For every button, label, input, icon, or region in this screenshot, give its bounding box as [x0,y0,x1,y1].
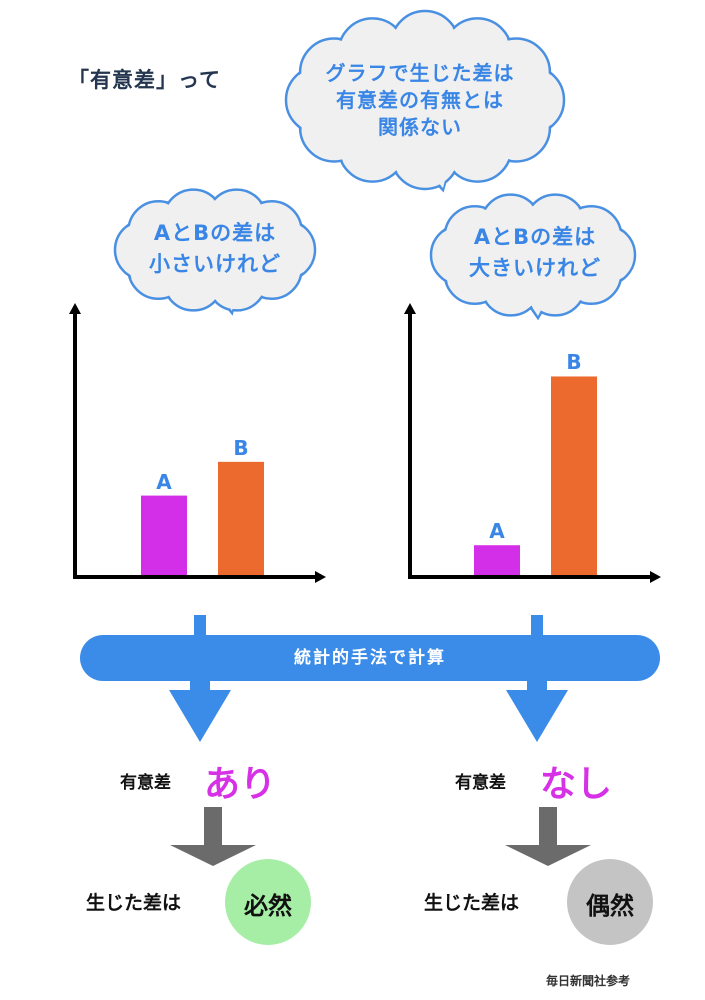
gray-arrow-stem [204,807,222,847]
right-cloud-body [461,223,605,287]
bar-label-A: A [489,519,505,544]
cause-label-right: 生じた差は [424,892,520,914]
result-label-left: 有意差 [120,773,171,793]
bar-B [551,376,597,575]
source-credit: 毎日新聞社参考 [546,974,631,988]
cloud-line: AとBの差は [153,221,277,245]
cloud-line: 関係ない [378,115,462,139]
cause-left: 必然 [244,892,292,920]
bar-A [474,545,520,575]
cloud-line: 大きいけれど [469,256,601,280]
cloud-line: グラフで生じた差は [325,61,515,85]
top-cloud-text: グラフで生じた差は 有意差の有無とは 関係ない [285,60,555,141]
page-title: 「有意差」って [68,68,221,92]
bar-B [218,461,264,575]
bar-A [141,495,187,575]
right-cloud-text: AとBの差は 大きいけれど [430,222,640,284]
y-axis-arrow-icon [69,303,81,314]
x-axis-arrow-icon [315,571,326,583]
result-word-right: なし [540,764,613,805]
bar-label-B: B [233,435,249,460]
cause-right: 偶然 [586,892,634,920]
right-cloud-tail-fill [515,277,558,316]
blue-down-arrow-icon [169,690,231,742]
blue-arrow-stem [527,680,547,692]
calculation-band [80,635,660,681]
blue-arrow-stem [190,680,210,692]
x-axis-arrow-icon [650,571,661,583]
cloud-line: 小さいけれど [149,252,281,276]
left-cloud-text: AとBの差は 小さいけれど [115,218,315,280]
cloud-line: AとBの差は [473,225,597,249]
gray-down-arrow-icon [170,845,256,866]
cause-label-left: 生じた差は [86,892,182,914]
top-cloud-tail-fill [405,142,455,188]
cloud-line: 有意差の有無とは [336,88,504,112]
top-cloud-body [320,45,530,155]
chance-oval [567,859,653,945]
bar-label-B: B [566,350,582,375]
left-cloud-body [145,218,285,282]
y-axis-arrow-icon [404,303,416,314]
band-label: 統計的手法で計算 [294,648,446,668]
bar-label-A: A [156,469,172,494]
necessity-oval [225,859,311,945]
result-label-right: 有意差 [455,773,506,793]
left-cloud-tail-fill [205,272,240,311]
result-word-left: あり [204,764,277,805]
band-input-stem [194,615,206,637]
blue-down-arrow-icon [506,690,568,742]
gray-arrow-stem [539,807,557,847]
band-input-stem [531,615,543,637]
gray-down-arrow-icon [505,845,591,866]
